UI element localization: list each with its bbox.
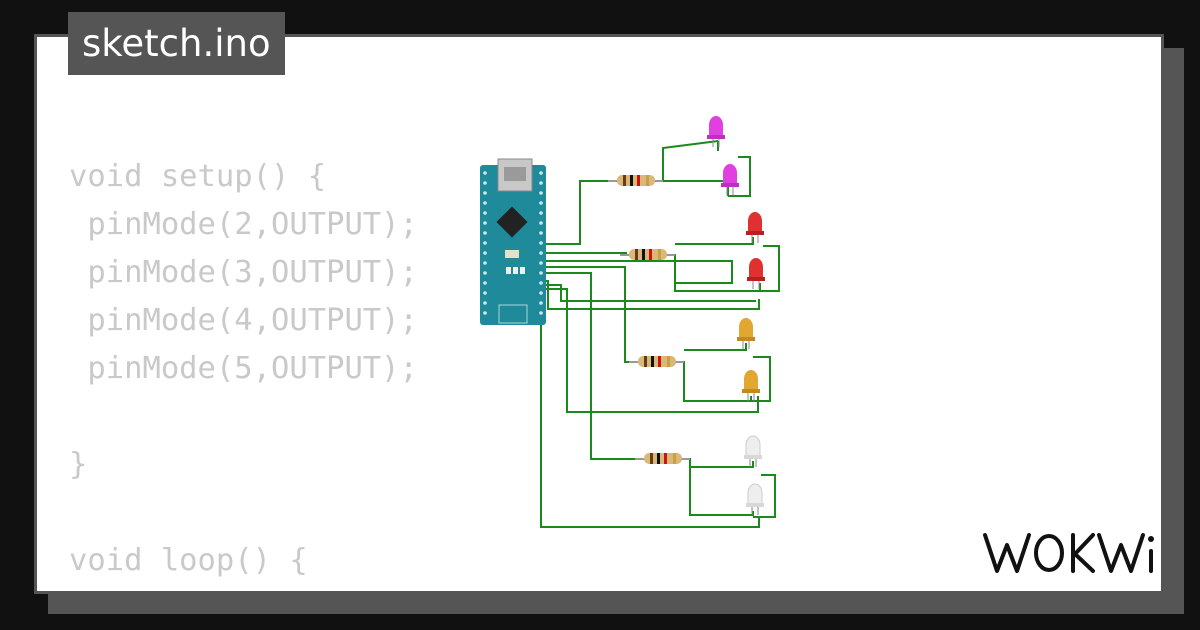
led-white	[744, 435, 762, 467]
code-line: void setup() {	[69, 159, 327, 194]
led-yellow	[737, 318, 755, 349]
led-magenta	[721, 164, 739, 195]
code-line: void loop() {	[69, 543, 308, 578]
resistor	[620, 249, 675, 260]
code-line: }	[69, 447, 88, 482]
led-red	[746, 212, 764, 243]
leds	[707, 116, 765, 515]
code-line: pinMode(4,OUTPUT);	[69, 303, 418, 338]
resistors	[608, 175, 690, 464]
led-red	[747, 258, 765, 289]
preview-card: void setup() { pinMode(2,OUTPUT); pinMod…	[34, 34, 1164, 594]
code-line: pinMode(5,OUTPUT);	[69, 351, 418, 386]
led-magenta	[707, 116, 725, 147]
code-preview: void setup() { pinMode(2,OUTPUT); pinMod…	[69, 153, 418, 591]
resistor	[629, 356, 684, 367]
arduino-nano-board	[480, 158, 546, 325]
code-line: pinMode(3,OUTPUT);	[69, 255, 418, 290]
led-yellow	[742, 370, 760, 401]
code-line: digitalWrite(5,1);	[69, 585, 418, 591]
code-line: pinMode(2,OUTPUT);	[69, 207, 418, 242]
file-tab[interactable]: sketch.ino	[68, 12, 285, 75]
code-line	[69, 489, 418, 537]
led-white	[746, 483, 764, 515]
resistor	[608, 175, 663, 186]
wokwi-logo-icon	[983, 533, 1154, 573]
resistor	[635, 453, 690, 464]
circuit-diagram	[480, 116, 780, 528]
code-line	[69, 393, 418, 441]
